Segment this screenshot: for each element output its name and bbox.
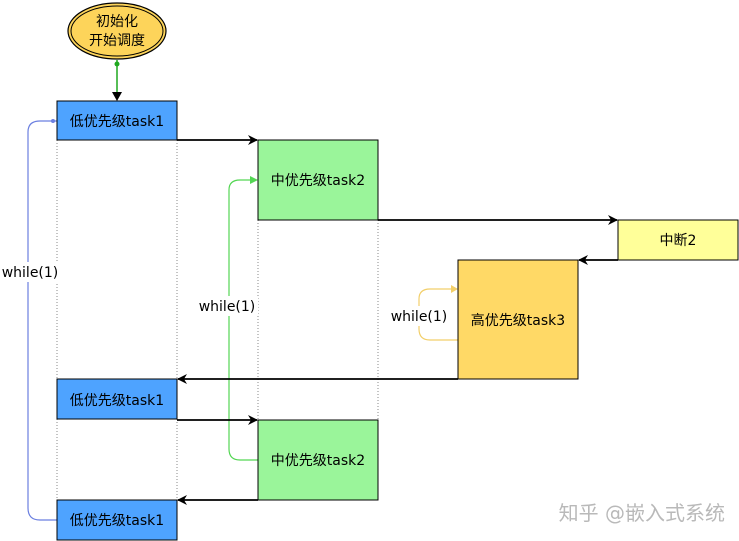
task-mid-1: 中优先级task2: [257, 139, 379, 221]
start-arrow: [112, 60, 122, 101]
timeline-guides: [56, 140, 379, 541]
task-low-2: 低优先级task1: [56, 378, 178, 420]
task-low-1-label: 低优先级task1: [70, 114, 164, 130]
outer-loop-label: while(1): [2, 265, 59, 281]
watermark: 知乎 @嵌入式系统: [559, 501, 725, 525]
outer-loop: while(1): [0, 119, 60, 521]
task-high: 高优先级task3: [457, 259, 579, 380]
inner-loop-label: while(1): [391, 309, 448, 325]
task-high-label: 高优先级task3: [471, 312, 565, 329]
task-mid-1-label: 中优先级task2: [271, 173, 365, 189]
task-low-1: 低优先级task1: [56, 100, 178, 141]
inner-loop: while(1): [387, 285, 458, 341]
start-node-line1: 初始化: [96, 13, 138, 30]
task-mid-2-label: 中优先级task2: [271, 453, 365, 469]
middle-loop: while(1): [198, 176, 258, 461]
interrupt-label: 中断2: [660, 233, 697, 249]
task-low-2-label: 低优先级task1: [70, 393, 164, 409]
task-mid-2: 中优先级task2: [257, 419, 379, 501]
start-node: 初始化 开始调度: [67, 2, 167, 60]
transition-arrows: [177, 135, 618, 505]
task-low-3: 低优先级task1: [56, 499, 178, 541]
middle-loop-label: while(1): [199, 299, 256, 315]
start-node-line2: 开始调度: [89, 33, 145, 49]
interrupt-box: 中断2: [617, 219, 739, 261]
task-low-3-label: 低优先级task1: [70, 513, 164, 529]
